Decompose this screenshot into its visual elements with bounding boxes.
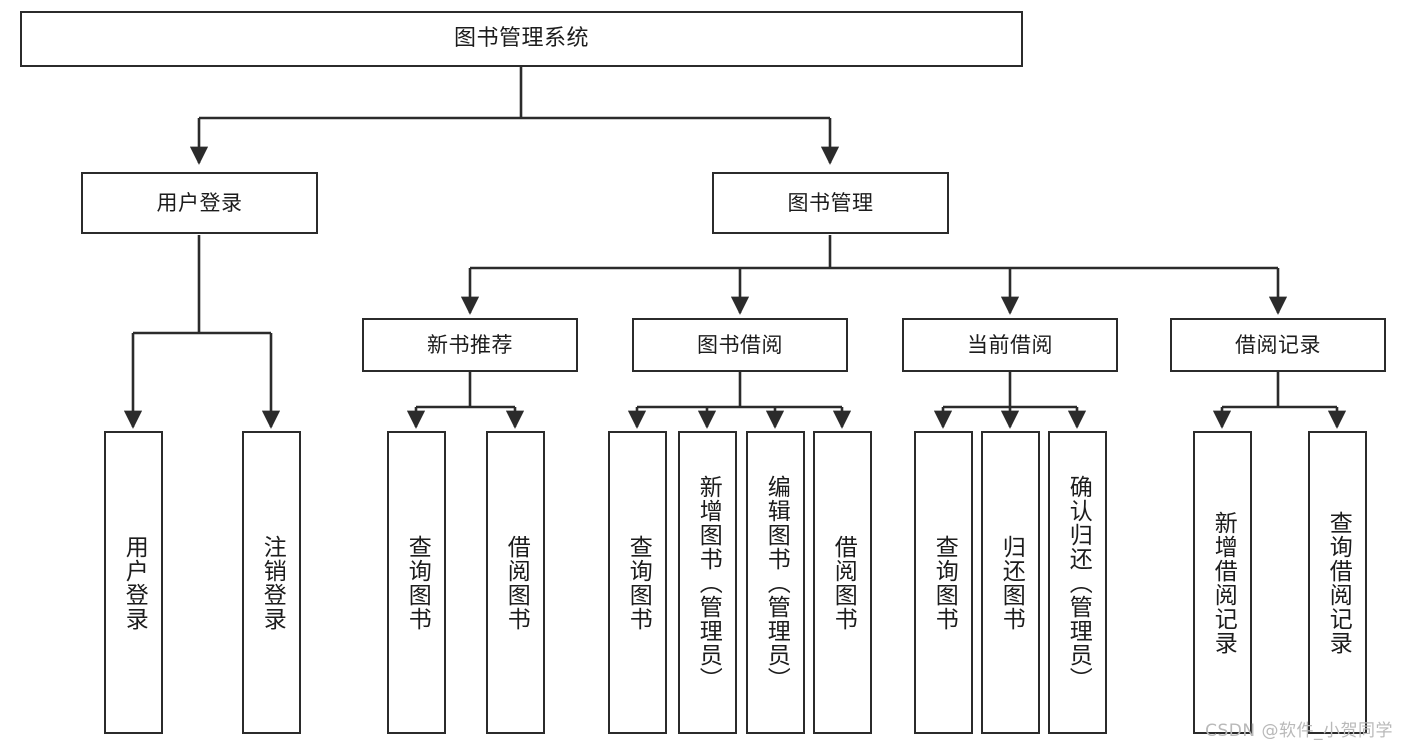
node-label: 查询借阅记录: [1325, 510, 1352, 655]
leaf-borrow-book-recommend[interactable]: 借阅图书: [486, 431, 545, 734]
node-label: 新增图书（管理员）: [695, 474, 722, 691]
node-label: 注销登录: [259, 534, 286, 631]
watermark-text: CSDN @软件_小贺同学: [1205, 721, 1393, 741]
node-label: 图书管理系统: [453, 26, 589, 52]
node-label: 确认归还（管理员）: [1065, 474, 1092, 691]
node-label: 当前借阅: [967, 332, 1053, 357]
leaf-user-login[interactable]: 用户登录: [104, 431, 163, 734]
leaf-query-borrow-record[interactable]: 查询借阅记录: [1308, 431, 1367, 734]
node-label: 借阅图书: [830, 534, 857, 631]
node-label: 用户登录: [121, 534, 148, 631]
node-new-book-recommend[interactable]: 新书推荐: [362, 318, 578, 372]
node-label: 图书借阅: [697, 332, 783, 357]
node-root-book-management-system[interactable]: 图书管理系统: [20, 11, 1023, 67]
node-label: 查询图书: [404, 534, 431, 631]
leaf-borrow-book[interactable]: 借阅图书: [813, 431, 872, 734]
node-book-borrow[interactable]: 图书借阅: [632, 318, 848, 372]
leaf-return-book[interactable]: 归还图书: [981, 431, 1040, 734]
leaf-edit-book-admin[interactable]: 编辑图书（管理员）: [746, 431, 805, 734]
leaf-user-logout[interactable]: 注销登录: [242, 431, 301, 734]
node-label: 新书推荐: [427, 332, 513, 357]
leaf-query-book-recommend[interactable]: 查询图书: [387, 431, 446, 734]
leaf-confirm-return-admin[interactable]: 确认归还（管理员）: [1048, 431, 1107, 734]
leaf-query-book-borrow[interactable]: 查询图书: [608, 431, 667, 734]
node-label: 新增借阅记录: [1210, 510, 1237, 655]
leaf-query-book-current[interactable]: 查询图书: [914, 431, 973, 734]
node-current-borrow[interactable]: 当前借阅: [902, 318, 1118, 372]
node-label: 编辑图书（管理员）: [763, 474, 790, 691]
leaf-add-book-admin[interactable]: 新增图书（管理员）: [678, 431, 737, 734]
node-label: 查询图书: [625, 534, 652, 631]
node-borrow-record[interactable]: 借阅记录: [1170, 318, 1386, 372]
node-label: 借阅记录: [1235, 332, 1321, 357]
node-label: 用户登录: [156, 190, 243, 215]
node-label: 图书管理: [787, 190, 874, 215]
leaf-add-borrow-record[interactable]: 新增借阅记录: [1193, 431, 1252, 734]
node-label: 借阅图书: [503, 534, 530, 631]
node-label: 查询图书: [931, 534, 958, 631]
node-user-login[interactable]: 用户登录: [81, 172, 318, 234]
node-label: 归还图书: [998, 534, 1025, 631]
node-book-management[interactable]: 图书管理: [712, 172, 949, 234]
